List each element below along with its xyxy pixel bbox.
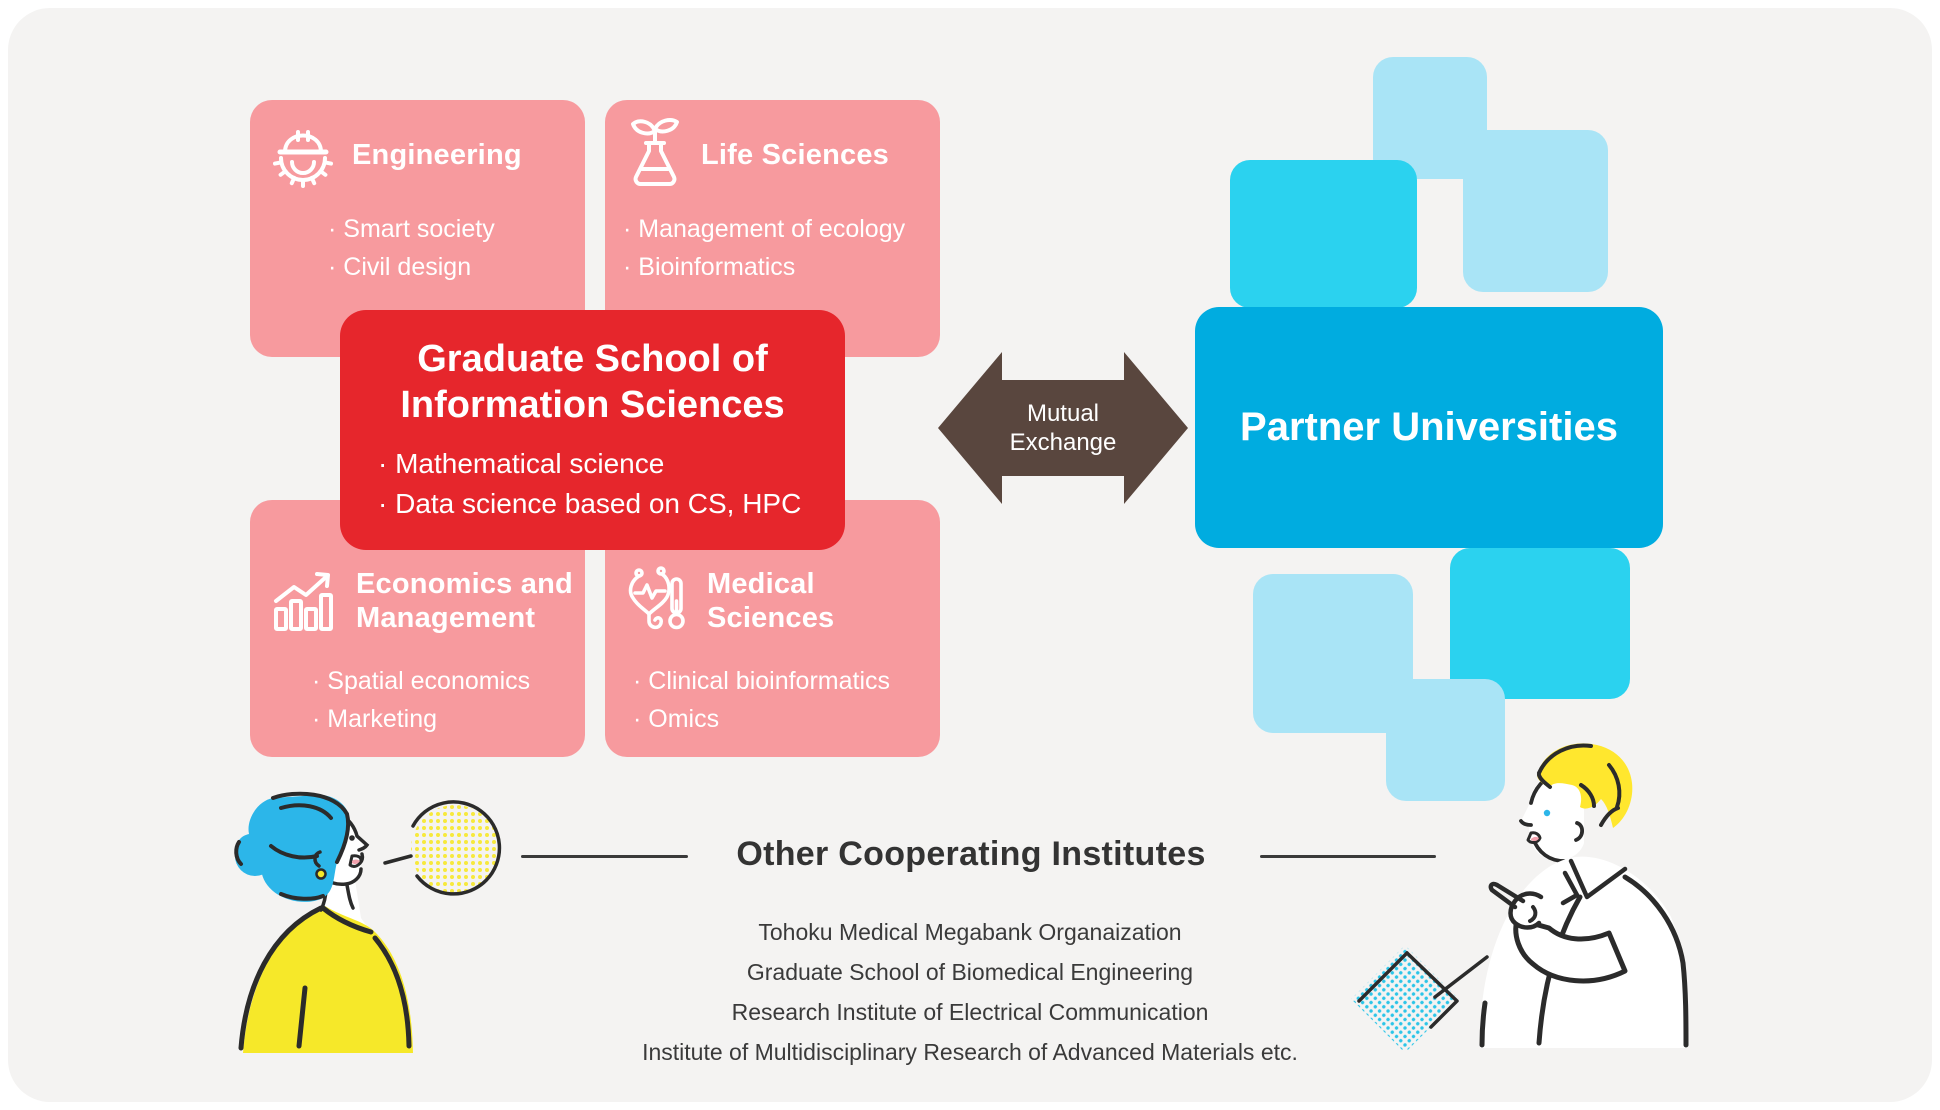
- cooperating-institutes-list: Tohoku Medical Megabank Organaization Gr…: [470, 912, 1470, 1072]
- flask-sprout-icon: [627, 117, 683, 194]
- woman-illustration: [225, 790, 515, 1060]
- dotted-diamond: [1351, 945, 1489, 1053]
- card-title: Life Sciences: [701, 139, 889, 171]
- bullet-item: · Clinical bioinformatics: [633, 667, 891, 695]
- man-illustration: [1325, 735, 1710, 1055]
- card-title: Economics and Management: [356, 568, 573, 634]
- mutual-exchange-arrow: [938, 352, 1188, 504]
- institute-item: Institute of Multidisciplinary Research …: [642, 1039, 1298, 1065]
- center-card-title: Graduate School of Information Sciences: [400, 338, 785, 426]
- institute-item: Graduate School of Biomedical Engineerin…: [746, 959, 1194, 985]
- mutual-exchange-label: Mutual Exchange: [1009, 400, 1117, 456]
- mosaic-square: [1463, 130, 1608, 292]
- bullet-item: · Bioinformatics: [623, 253, 796, 281]
- institute-item: Tohoku Medical Megabank Organaization: [758, 919, 1182, 945]
- bullet-item: · Management of ecology: [623, 215, 906, 243]
- mosaic-square: [1450, 548, 1630, 699]
- bullet-item: · Mathematical science: [378, 448, 665, 479]
- bar-chart-arrow-icon: [272, 565, 338, 638]
- heading-left-rule: [521, 855, 688, 858]
- mosaic-square: [1230, 160, 1417, 308]
- partner-universities-label: Partner Universities: [1240, 405, 1618, 449]
- stethoscope-thermometer-icon: [627, 563, 689, 640]
- institute-item: Research Institute of Electrical Communi…: [731, 999, 1209, 1025]
- partner-universities-box: Partner Universities: [1195, 307, 1663, 548]
- bullet-item: · Smart society: [328, 215, 495, 243]
- card-title: Medical Sciences: [707, 568, 835, 634]
- graduate-school-card: Graduate School of Information Sciences …: [340, 310, 845, 550]
- bullet-item: · Omics: [633, 705, 720, 733]
- bullet-item: · Civil design: [328, 253, 472, 281]
- speech-bubble: [383, 800, 502, 896]
- hard-hat-gear-icon: [272, 118, 334, 193]
- bullet-item: · Spatial economics: [312, 667, 531, 695]
- bullet-item: · Marketing: [312, 705, 438, 733]
- mosaic-square: [1386, 679, 1505, 801]
- card-title: Engineering: [352, 139, 522, 171]
- heading-right-rule: [1260, 855, 1436, 858]
- cooperating-heading: Other Cooperating Institutes: [736, 835, 1206, 873]
- bullet-item: · Data science based on CS, HPC: [378, 488, 802, 519]
